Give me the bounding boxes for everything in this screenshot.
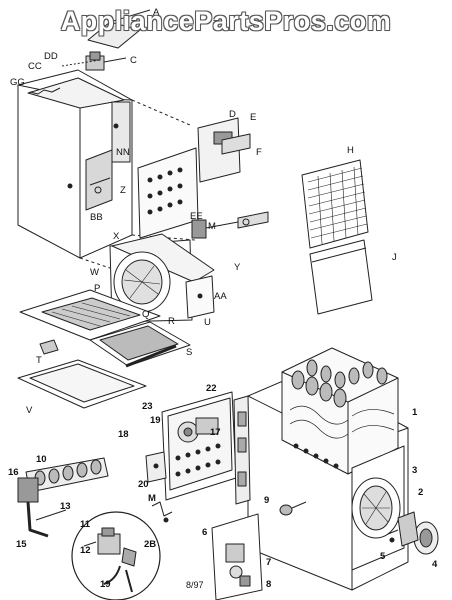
part-t xyxy=(39,339,59,355)
callout-y: Y xyxy=(234,262,241,273)
callout-10: 10 xyxy=(36,454,47,465)
inner-panel xyxy=(137,147,199,239)
callout-3: 3 xyxy=(412,465,418,476)
part-9 xyxy=(279,501,307,516)
callout-x: X xyxy=(113,231,120,242)
rod-s xyxy=(125,344,177,368)
callout-20: 20 xyxy=(138,479,149,490)
access-panel-j xyxy=(309,239,373,315)
filter-grille-h xyxy=(301,159,369,249)
filter-tray-p-q xyxy=(19,289,191,367)
callout-bb: BB xyxy=(90,212,103,223)
callout-t: T xyxy=(36,355,42,366)
callout-19-detail: 19 xyxy=(100,579,111,590)
footer-date: 8/97 xyxy=(186,580,204,590)
callout-v: V xyxy=(26,405,33,416)
callout-9: 9 xyxy=(264,495,270,506)
callout-d: D xyxy=(229,109,236,120)
callout-8: 8 xyxy=(266,579,272,590)
callout-c: C xyxy=(130,55,137,66)
watermark: AppliancePartsPros.com xyxy=(60,6,392,36)
callout-2: 2 xyxy=(418,487,424,498)
callout-17: 17 xyxy=(210,427,221,438)
callout-2b: 2B xyxy=(144,539,157,550)
callout-1: 1 xyxy=(412,407,418,418)
control-panel-def xyxy=(197,117,251,183)
callout-e: E xyxy=(250,112,257,123)
callout-15: 15 xyxy=(16,539,27,550)
lower-blower xyxy=(351,445,405,571)
callout-m: M xyxy=(208,221,216,232)
callout-dd: DD xyxy=(44,51,58,62)
part-m-clip xyxy=(151,501,173,523)
base-pan-v xyxy=(17,359,147,409)
callout-5: 5 xyxy=(380,551,386,562)
callout-19: 19 xyxy=(150,415,161,426)
heat-exchanger xyxy=(281,347,399,475)
callout-18: 18 xyxy=(118,429,129,440)
callout-z: Z xyxy=(120,185,126,196)
detail-circle xyxy=(71,511,161,600)
callout-11: 11 xyxy=(80,519,91,530)
part-ee-assembly xyxy=(191,211,269,239)
blower-housing-w xyxy=(109,233,215,323)
upper-cabinet xyxy=(17,69,133,259)
callout-4: 4 xyxy=(432,559,438,570)
callout-r: R xyxy=(168,316,175,327)
part-a-c-assembly xyxy=(61,9,151,71)
callout-nn: NN xyxy=(116,147,130,158)
callout-s: S xyxy=(186,347,193,358)
part-20-bracket xyxy=(145,451,167,483)
callout-m-lower: M xyxy=(148,493,156,504)
callout-gg: GG xyxy=(10,77,25,88)
burner-manifold xyxy=(17,457,109,538)
callout-aa: AA xyxy=(214,291,227,302)
callout-u: U xyxy=(204,317,211,328)
callout-12: 12 xyxy=(80,545,91,556)
blower-motor xyxy=(387,511,439,555)
bracket-aa-u xyxy=(185,275,215,319)
callout-22: 22 xyxy=(206,383,217,394)
gas-valve-panel xyxy=(211,513,263,600)
callout-p: P xyxy=(94,283,101,294)
callout-f: F xyxy=(256,147,262,158)
callout-7: 7 xyxy=(266,557,272,568)
callout-w: W xyxy=(90,267,99,278)
callout-q: Q xyxy=(142,309,150,320)
callout-16: 16 xyxy=(8,467,19,478)
callout-j: J xyxy=(392,252,397,263)
callout-h: H xyxy=(347,145,354,156)
callout-a: A xyxy=(153,7,160,18)
callout-23: 23 xyxy=(142,401,153,412)
callout-cc: CC xyxy=(28,61,42,72)
callout-6: 6 xyxy=(202,527,208,538)
burner-control-panel xyxy=(161,391,251,505)
callout-13: 13 xyxy=(60,501,71,512)
callout-ee: EE xyxy=(190,211,203,222)
